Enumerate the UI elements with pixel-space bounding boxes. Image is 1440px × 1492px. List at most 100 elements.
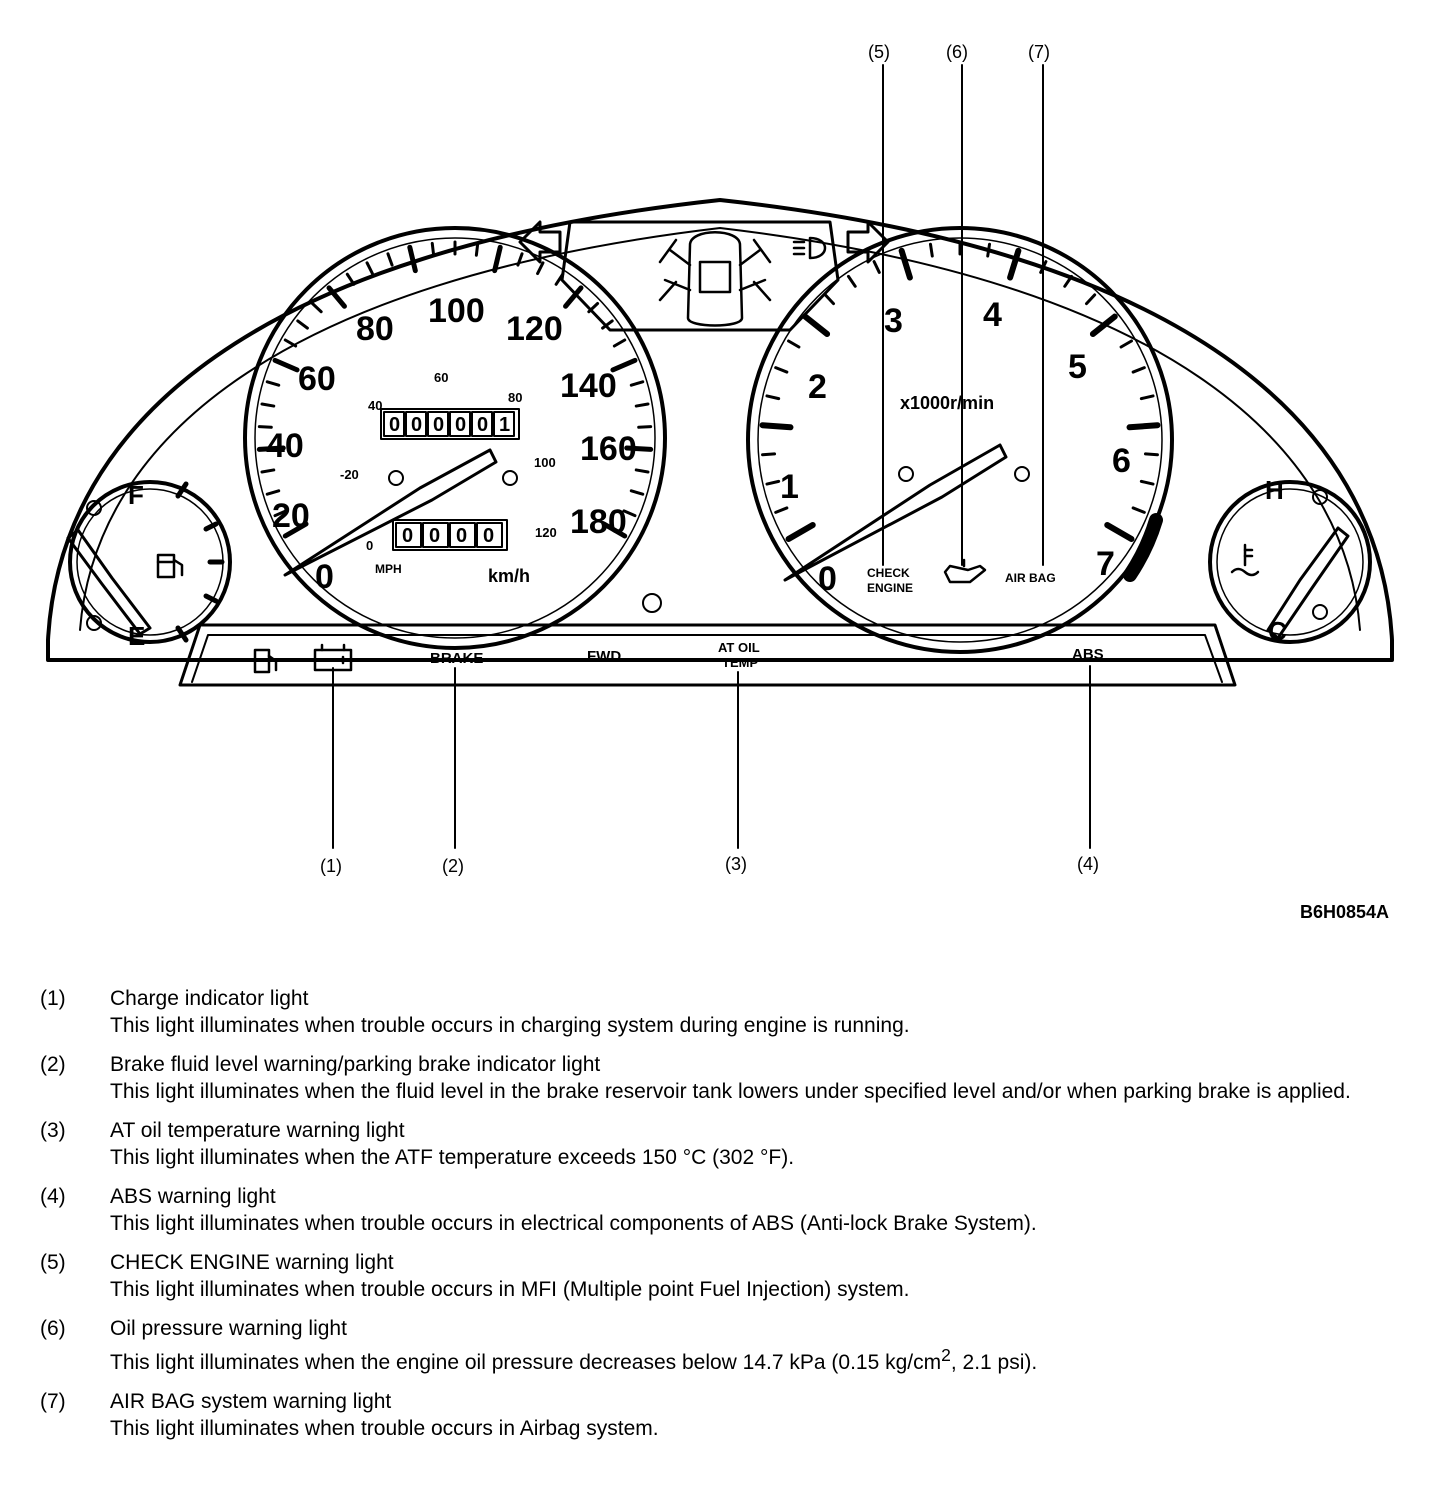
brake-indicator-label: BRAKE xyxy=(430,650,483,667)
legend-number: (2) xyxy=(40,1053,66,1076)
gauge-tick xyxy=(785,522,816,542)
speedometer-mph-labels: 0 20 40 60 80 100 120 140 160 180 xyxy=(266,292,637,596)
legend-description: This light illuminates when trouble occu… xyxy=(110,1417,659,1440)
check-engine-label: ENGINE xyxy=(867,581,913,595)
gauge-tick xyxy=(407,244,418,274)
legend-description: This light illuminates when the ATF temp… xyxy=(110,1146,795,1169)
gauge-tick xyxy=(282,521,309,539)
rpm-label: 3 xyxy=(884,302,903,340)
gauge-tick xyxy=(272,357,300,373)
gauge-tick xyxy=(637,425,653,429)
counter-cell xyxy=(449,411,471,437)
gauge-tick xyxy=(345,272,356,286)
legend-item: (6) Oil pressure warning light This ligh… xyxy=(40,1315,1420,1376)
gauge-tick xyxy=(257,425,273,429)
callout-numbers: (1) (2) (3) (4) (5) (6) (7) xyxy=(320,42,1099,876)
gauge-tick xyxy=(310,301,323,314)
odometer-digits: 0 0 0 0 0 1 xyxy=(389,414,510,436)
legend-description: This light illuminates when trouble occu… xyxy=(110,1278,910,1301)
oil-can-icon xyxy=(943,558,987,584)
at-oil-temp-label: TEMP xyxy=(722,655,758,670)
legend-description: This light illuminates when the engine o… xyxy=(110,1345,1038,1374)
odometer-boxes xyxy=(380,408,520,440)
tripmeter-digit: 0 xyxy=(429,525,440,547)
gauge-tick xyxy=(629,380,645,387)
legend-number: (1) xyxy=(40,987,66,1010)
tachometer-dial xyxy=(746,226,1174,654)
fuel-pump-icon xyxy=(156,553,278,674)
temp-gauge-dial-inner xyxy=(1216,488,1364,636)
counter-cell xyxy=(427,411,449,437)
counter-cell xyxy=(471,411,493,437)
coolant-temp-icon xyxy=(1230,543,1260,577)
mph-label: 180 xyxy=(570,503,627,541)
kmh-label: 100 xyxy=(534,455,556,470)
gauge-tick xyxy=(1139,479,1155,486)
mph-label: 100 xyxy=(428,292,485,330)
gauge-tick xyxy=(1085,293,1097,306)
legend-title: CHECK ENGINE warning light xyxy=(110,1251,394,1274)
mph-label: 160 xyxy=(580,430,637,468)
gauge-tick xyxy=(563,285,584,309)
gauge-tick xyxy=(765,479,781,486)
gauge-tick xyxy=(624,445,654,452)
gauge-tick xyxy=(601,319,614,330)
gauge-tick xyxy=(774,506,789,514)
gauge-tick xyxy=(774,366,789,374)
legend-number: (6) xyxy=(40,1317,66,1340)
callout-4: (4) xyxy=(1077,854,1099,874)
counter-cell xyxy=(449,522,476,548)
kmh-label: 60 xyxy=(434,370,448,385)
gauge-tick xyxy=(1143,452,1159,457)
legend-description: This light illuminates when the fluid le… xyxy=(110,1080,1351,1103)
rpm-label: 2 xyxy=(808,368,827,406)
gauge-tick xyxy=(759,422,794,431)
gauge-tick xyxy=(1126,422,1161,431)
tachometer-labels: 0 1 2 3 4 5 6 7 xyxy=(780,296,1131,598)
legend-number: (5) xyxy=(40,1251,66,1274)
legend-number: (7) xyxy=(40,1390,66,1413)
gauge-tick xyxy=(1119,339,1133,349)
gauge-tick xyxy=(823,293,835,306)
figure-code: B6H0854A xyxy=(1300,902,1390,922)
mph-label: 20 xyxy=(272,497,310,535)
redline-zone xyxy=(1123,513,1163,582)
screw-markers xyxy=(86,466,1328,631)
gauge-tick xyxy=(474,241,480,257)
legend-item: (1) Charge indicator light This light il… xyxy=(40,985,1420,1039)
legend-item: (3) AT oil temperature warning light Thi… xyxy=(40,1117,1420,1171)
temp-hot-label: H xyxy=(1265,475,1284,505)
gauge-tick xyxy=(1131,366,1146,374)
legend-title: Oil pressure warning light xyxy=(110,1317,347,1340)
kmh-label: -20 xyxy=(340,467,359,482)
counter-cell xyxy=(383,411,405,437)
tachometer-dial-inner xyxy=(757,237,1163,643)
gauge-tick xyxy=(898,247,913,281)
mph-label: 140 xyxy=(560,367,617,405)
kmh-unit: km/h xyxy=(488,566,530,586)
mph-label: 80 xyxy=(356,310,394,348)
tripmeter-digit: 0 xyxy=(483,525,494,547)
mph-label: 0 xyxy=(315,558,334,596)
gauge-tick xyxy=(265,380,281,387)
fuel-gauge-ticks xyxy=(175,481,225,643)
gauge-tick xyxy=(326,285,347,309)
temp-needle xyxy=(1266,526,1350,640)
gauge-tick xyxy=(1139,394,1155,401)
speedometer-ticks xyxy=(256,240,654,539)
tachometer-needle xyxy=(783,443,1008,582)
odometer-digit: 1 xyxy=(499,414,510,436)
gauge-tick xyxy=(1104,522,1135,542)
tripmeter-digit: 0 xyxy=(456,525,467,547)
tachometer-ticks xyxy=(759,240,1161,542)
legend-number: (3) xyxy=(40,1119,66,1142)
turn-right-arrow-icon xyxy=(846,220,890,264)
gauge-tick xyxy=(612,338,627,348)
counter-cell xyxy=(405,411,427,437)
check-engine-label: CHECK xyxy=(867,566,910,580)
tachometer-unit: x1000r/min xyxy=(900,393,994,413)
gauge-tick xyxy=(787,339,801,349)
gauge-tick xyxy=(1131,506,1146,514)
counter-cell xyxy=(493,411,515,437)
callout-1: (1) xyxy=(320,856,342,876)
